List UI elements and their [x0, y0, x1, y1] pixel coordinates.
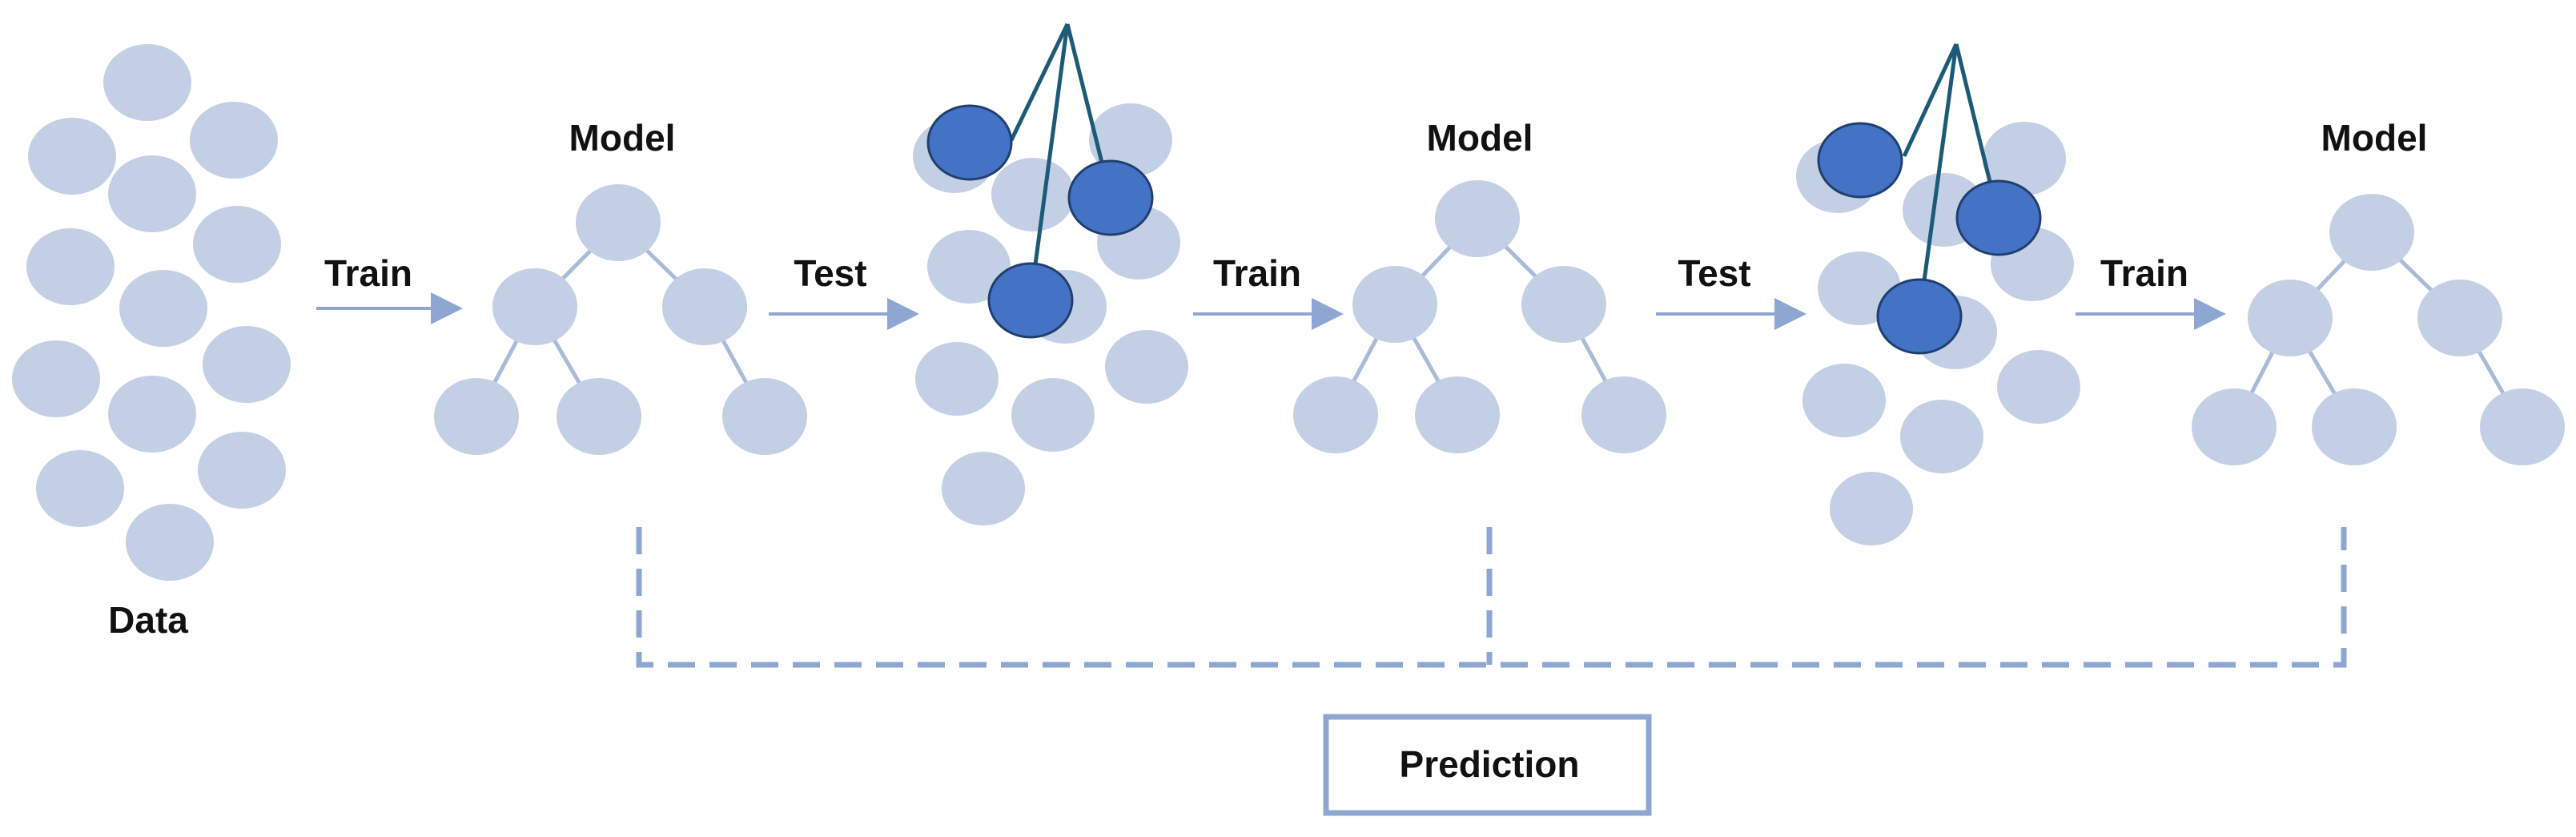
- test-node: [1011, 378, 1095, 452]
- tree-node: [1293, 376, 1378, 453]
- data-node: [28, 118, 116, 195]
- tree-node: [722, 378, 807, 455]
- model-label-3: Model: [2321, 117, 2428, 159]
- test-label-1: Test: [794, 252, 866, 294]
- model-tree-2: [1293, 180, 1666, 453]
- train-label-3: Train: [2100, 252, 2188, 294]
- model-tree-1: [434, 184, 807, 455]
- prediction-label: Prediction: [1400, 743, 1580, 785]
- prediction-box: Prediction: [1323, 714, 1652, 816]
- tree-node: [2312, 388, 2397, 465]
- train-arrow-2: Train: [1193, 252, 1344, 330]
- test-node: [1089, 103, 1172, 177]
- test-node: [1997, 350, 2080, 424]
- data-cluster: [12, 44, 291, 581]
- selected-node: [1955, 179, 2042, 256]
- data-node: [108, 155, 196, 232]
- tree-node: [2417, 280, 2502, 356]
- data-node: [190, 102, 278, 179]
- tree-node: [2480, 388, 2565, 465]
- tree-node: [1352, 266, 1437, 343]
- data-node: [26, 228, 115, 305]
- selected-node: [926, 104, 1013, 181]
- train-label-2: Train: [1213, 252, 1301, 294]
- data-node: [36, 450, 124, 527]
- test-node: [991, 158, 1075, 231]
- test-node: [1105, 330, 1188, 404]
- test-node: [942, 452, 1025, 525]
- data-node: [203, 326, 291, 403]
- test-node: [927, 230, 1011, 304]
- model-label-2: Model: [1427, 117, 1533, 159]
- test-node: [1983, 122, 2066, 195]
- selected-node: [1067, 159, 1154, 236]
- data-node: [12, 340, 100, 417]
- tree-node: [576, 184, 661, 261]
- test-node: [1830, 472, 1913, 545]
- tree-node: [2248, 280, 2333, 356]
- data-node: [119, 270, 207, 347]
- tree-node: [1435, 180, 1520, 257]
- test-label-2: Test: [1678, 252, 1750, 294]
- test-cluster-1: [913, 22, 1188, 525]
- test-node: [1900, 400, 1983, 473]
- selected-node: [1817, 122, 1903, 199]
- data-label: Data: [108, 599, 188, 641]
- tree-node: [1415, 376, 1500, 453]
- data-node: [126, 504, 214, 581]
- tree-node: [2192, 388, 2277, 465]
- data-node: [103, 44, 191, 121]
- train-label-1: Train: [324, 252, 412, 294]
- train-arrow-1: Train: [316, 252, 463, 324]
- tree-node: [2329, 194, 2414, 271]
- test-cluster-2: [1796, 42, 2080, 545]
- data-node: [198, 432, 286, 509]
- tree-node: [434, 378, 519, 455]
- tree-node: [1521, 266, 1606, 343]
- selected-node: [987, 262, 1074, 339]
- test-arrow-1: Test: [769, 252, 919, 330]
- selected-node: [1876, 278, 1963, 355]
- tree-node: [1581, 376, 1666, 453]
- tree-node: [662, 268, 747, 345]
- tree-node: [557, 378, 641, 455]
- prediction-connector: [636, 527, 2347, 668]
- test-node: [1802, 364, 1886, 437]
- test-arrow-2: Test: [1656, 252, 1806, 330]
- model-tree-3: [2192, 194, 2565, 465]
- test-node: [915, 342, 999, 416]
- tree-node: [492, 268, 577, 345]
- train-arrow-3: Train: [2076, 252, 2226, 330]
- data-node: [108, 376, 196, 453]
- model-label-1: Model: [569, 117, 676, 159]
- data-node: [193, 206, 281, 283]
